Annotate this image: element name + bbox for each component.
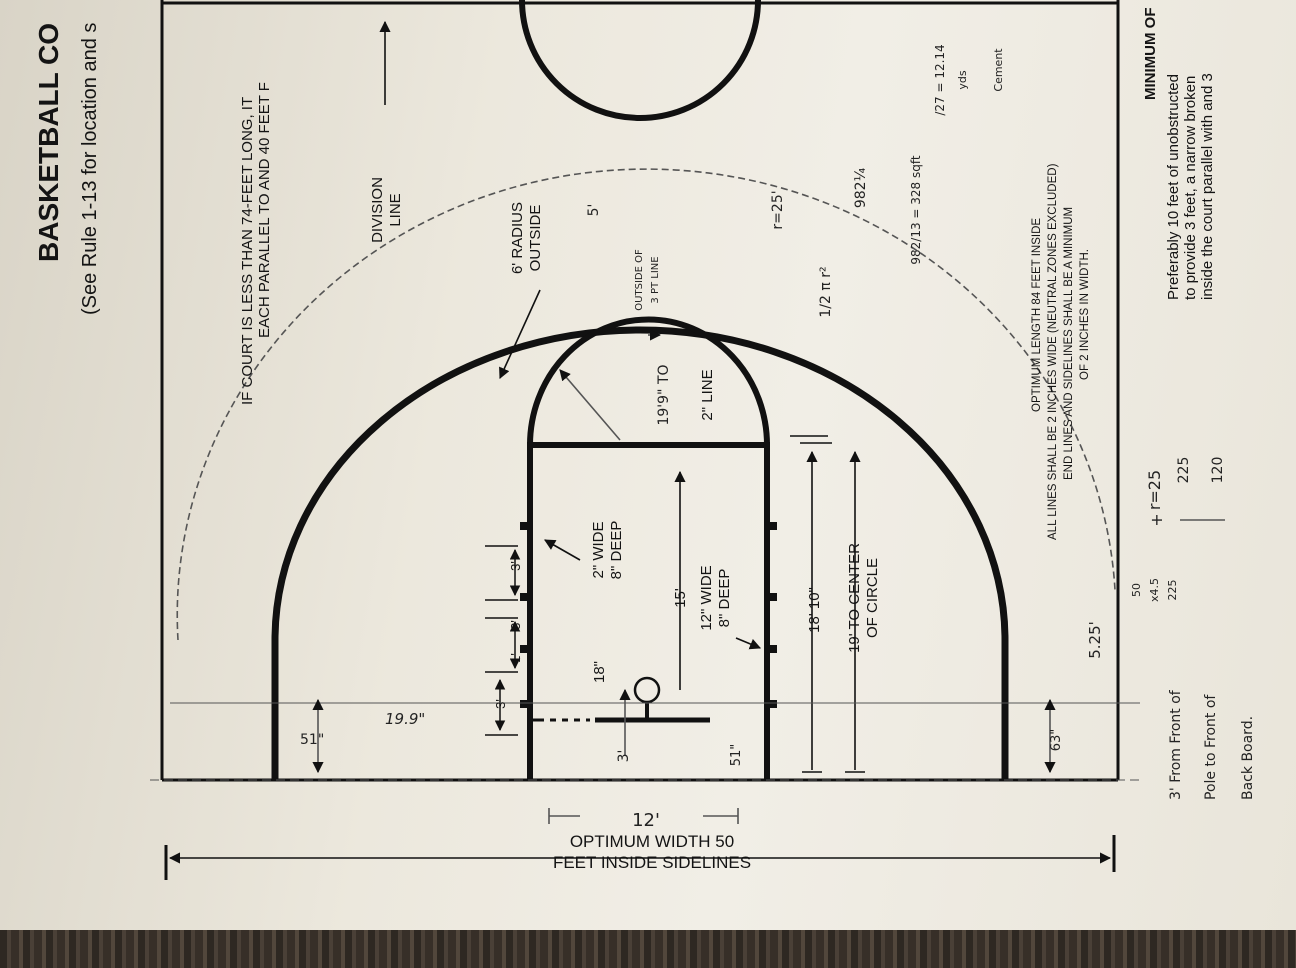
page-subtitle: (See Rule 1-13 for location and s	[79, 23, 101, 315]
pencil-outer-arc	[176, 168, 1116, 641]
backboard-note-1: 3' From Front of	[1168, 689, 1184, 800]
eighteen-in-label: 18"	[591, 661, 608, 683]
division-line-label-1: DIVISION	[369, 177, 386, 243]
to-center-label-1: 19' TO CENTER	[846, 543, 863, 653]
two-inch-line-label: 2" LINE	[699, 369, 716, 420]
mark-small-label-2: 8" DEEP	[608, 521, 625, 580]
short-court-note-2: EACH PARALLEL TO AND 40 FEET F	[256, 82, 273, 338]
preferably-2: to provide 3 feet, a narrow broken	[1182, 76, 1199, 300]
hw-calc-x45: x4.5	[1148, 578, 1161, 602]
optimum-length-1: OPTIMUM LENGTH 84 FEET INSIDE	[1031, 218, 1043, 412]
table-surface	[0, 930, 1296, 968]
mark-large-label-1: 12" WIDE	[698, 565, 715, 630]
mark-large-label-2: 8" DEEP	[716, 569, 733, 628]
optimum-length-2: ALL LINES SHALL BE 2 INCHES WIDE (NEUTRA…	[1047, 163, 1059, 540]
preferably-1: Preferably 10 feet of unobstructed	[1165, 74, 1182, 300]
hw-r-25: r=25'	[770, 190, 786, 229]
hash-dim-ticks	[485, 545, 521, 736]
dist-18-10-label: 18' 10"	[806, 587, 823, 633]
hw-yds: yds	[956, 70, 969, 89]
to-center-label-2: OF CIRCLE	[864, 558, 881, 638]
hash-3-label-c: 3'	[508, 561, 523, 571]
hw-5-25: 5.25'	[1086, 621, 1104, 659]
free-throw-semicircle	[527, 316, 770, 446]
radius-label-1: 6' RADIUS	[509, 202, 526, 274]
optimum-length-3: END LINES AND SIDELINES SHALL BE A MINIM…	[1063, 207, 1075, 480]
hw-51-lane: 51"	[729, 744, 744, 767]
optimum-width-1: OPTIMUM WIDTH 50	[570, 832, 734, 851]
center-circle	[519, 0, 761, 121]
hw-calc-50: 50	[1130, 583, 1143, 597]
backboard-note-2: Pole to Front of	[1203, 694, 1219, 800]
hw-calc-225b: 225	[1176, 457, 1192, 484]
hw-calc-plus: +	[1147, 513, 1166, 526]
division-line-label-2: LINE	[387, 193, 404, 226]
hw-outside-1: OUTSIDE OF	[634, 249, 645, 311]
optimum-length-4: OF 2 INCHES IN WIDTH.	[1079, 249, 1091, 380]
mark-small-leader	[544, 539, 581, 561]
hw-calc-225a: 225	[1166, 580, 1179, 601]
lane-hash-marks	[520, 522, 777, 708]
backboard-note-3: Back Board.	[1240, 716, 1256, 800]
basket-rim	[633, 676, 661, 704]
hw-calc-r: r=25	[1145, 470, 1164, 510]
hw-51-left: 51"	[300, 732, 324, 748]
hw-calc-120: 120	[1210, 457, 1226, 484]
hw-half-pi-r2: 1/2 π r²	[818, 266, 834, 317]
hw-19-9-to: 19'9" TO	[656, 364, 672, 425]
mark-large-leader	[735, 637, 762, 650]
three-point-arc	[271, 326, 1009, 780]
hw-cement: Cement	[992, 48, 1005, 92]
radius-leader	[499, 289, 541, 380]
free-throw-lane	[527, 442, 770, 780]
hw-12-ft: 12'	[632, 810, 660, 831]
hw-3-ft: 3'	[616, 750, 632, 763]
hash-1-label: 1'	[508, 653, 523, 663]
hw-19-9: 19.9"	[385, 710, 425, 728]
mark-small-label-1: 2" WIDE	[590, 522, 607, 579]
minimum-heading: MINIMUM OF	[1142, 8, 1159, 100]
optimum-width-2: FEET INSIDE SIDELINES	[553, 853, 751, 872]
hw-area-982: 982¼	[853, 167, 869, 208]
hw-outside-2: 3 PT LINE	[650, 256, 661, 303]
page-title: BASKETBALL CO	[33, 23, 64, 262]
hw-5-ft: 5'	[586, 204, 602, 217]
preferably-3: inside the court parallel with and 3	[1199, 73, 1216, 300]
radius-label-2: OUTSIDE	[527, 205, 544, 272]
fifteen-ft-label: 15'	[672, 588, 689, 608]
short-court-note-1: IF COURT IS LESS THAN 74-FEET LONG, IT	[239, 97, 256, 405]
hash-3-label-a: 3'	[493, 699, 508, 709]
hw-area-yds: /27 = 12.14	[933, 44, 947, 115]
hw-63: 63"	[1049, 729, 1064, 752]
hw-area-fraction: 982/13 = 328 sqft	[909, 155, 923, 265]
hash-3-label-b: 3'	[508, 620, 523, 630]
